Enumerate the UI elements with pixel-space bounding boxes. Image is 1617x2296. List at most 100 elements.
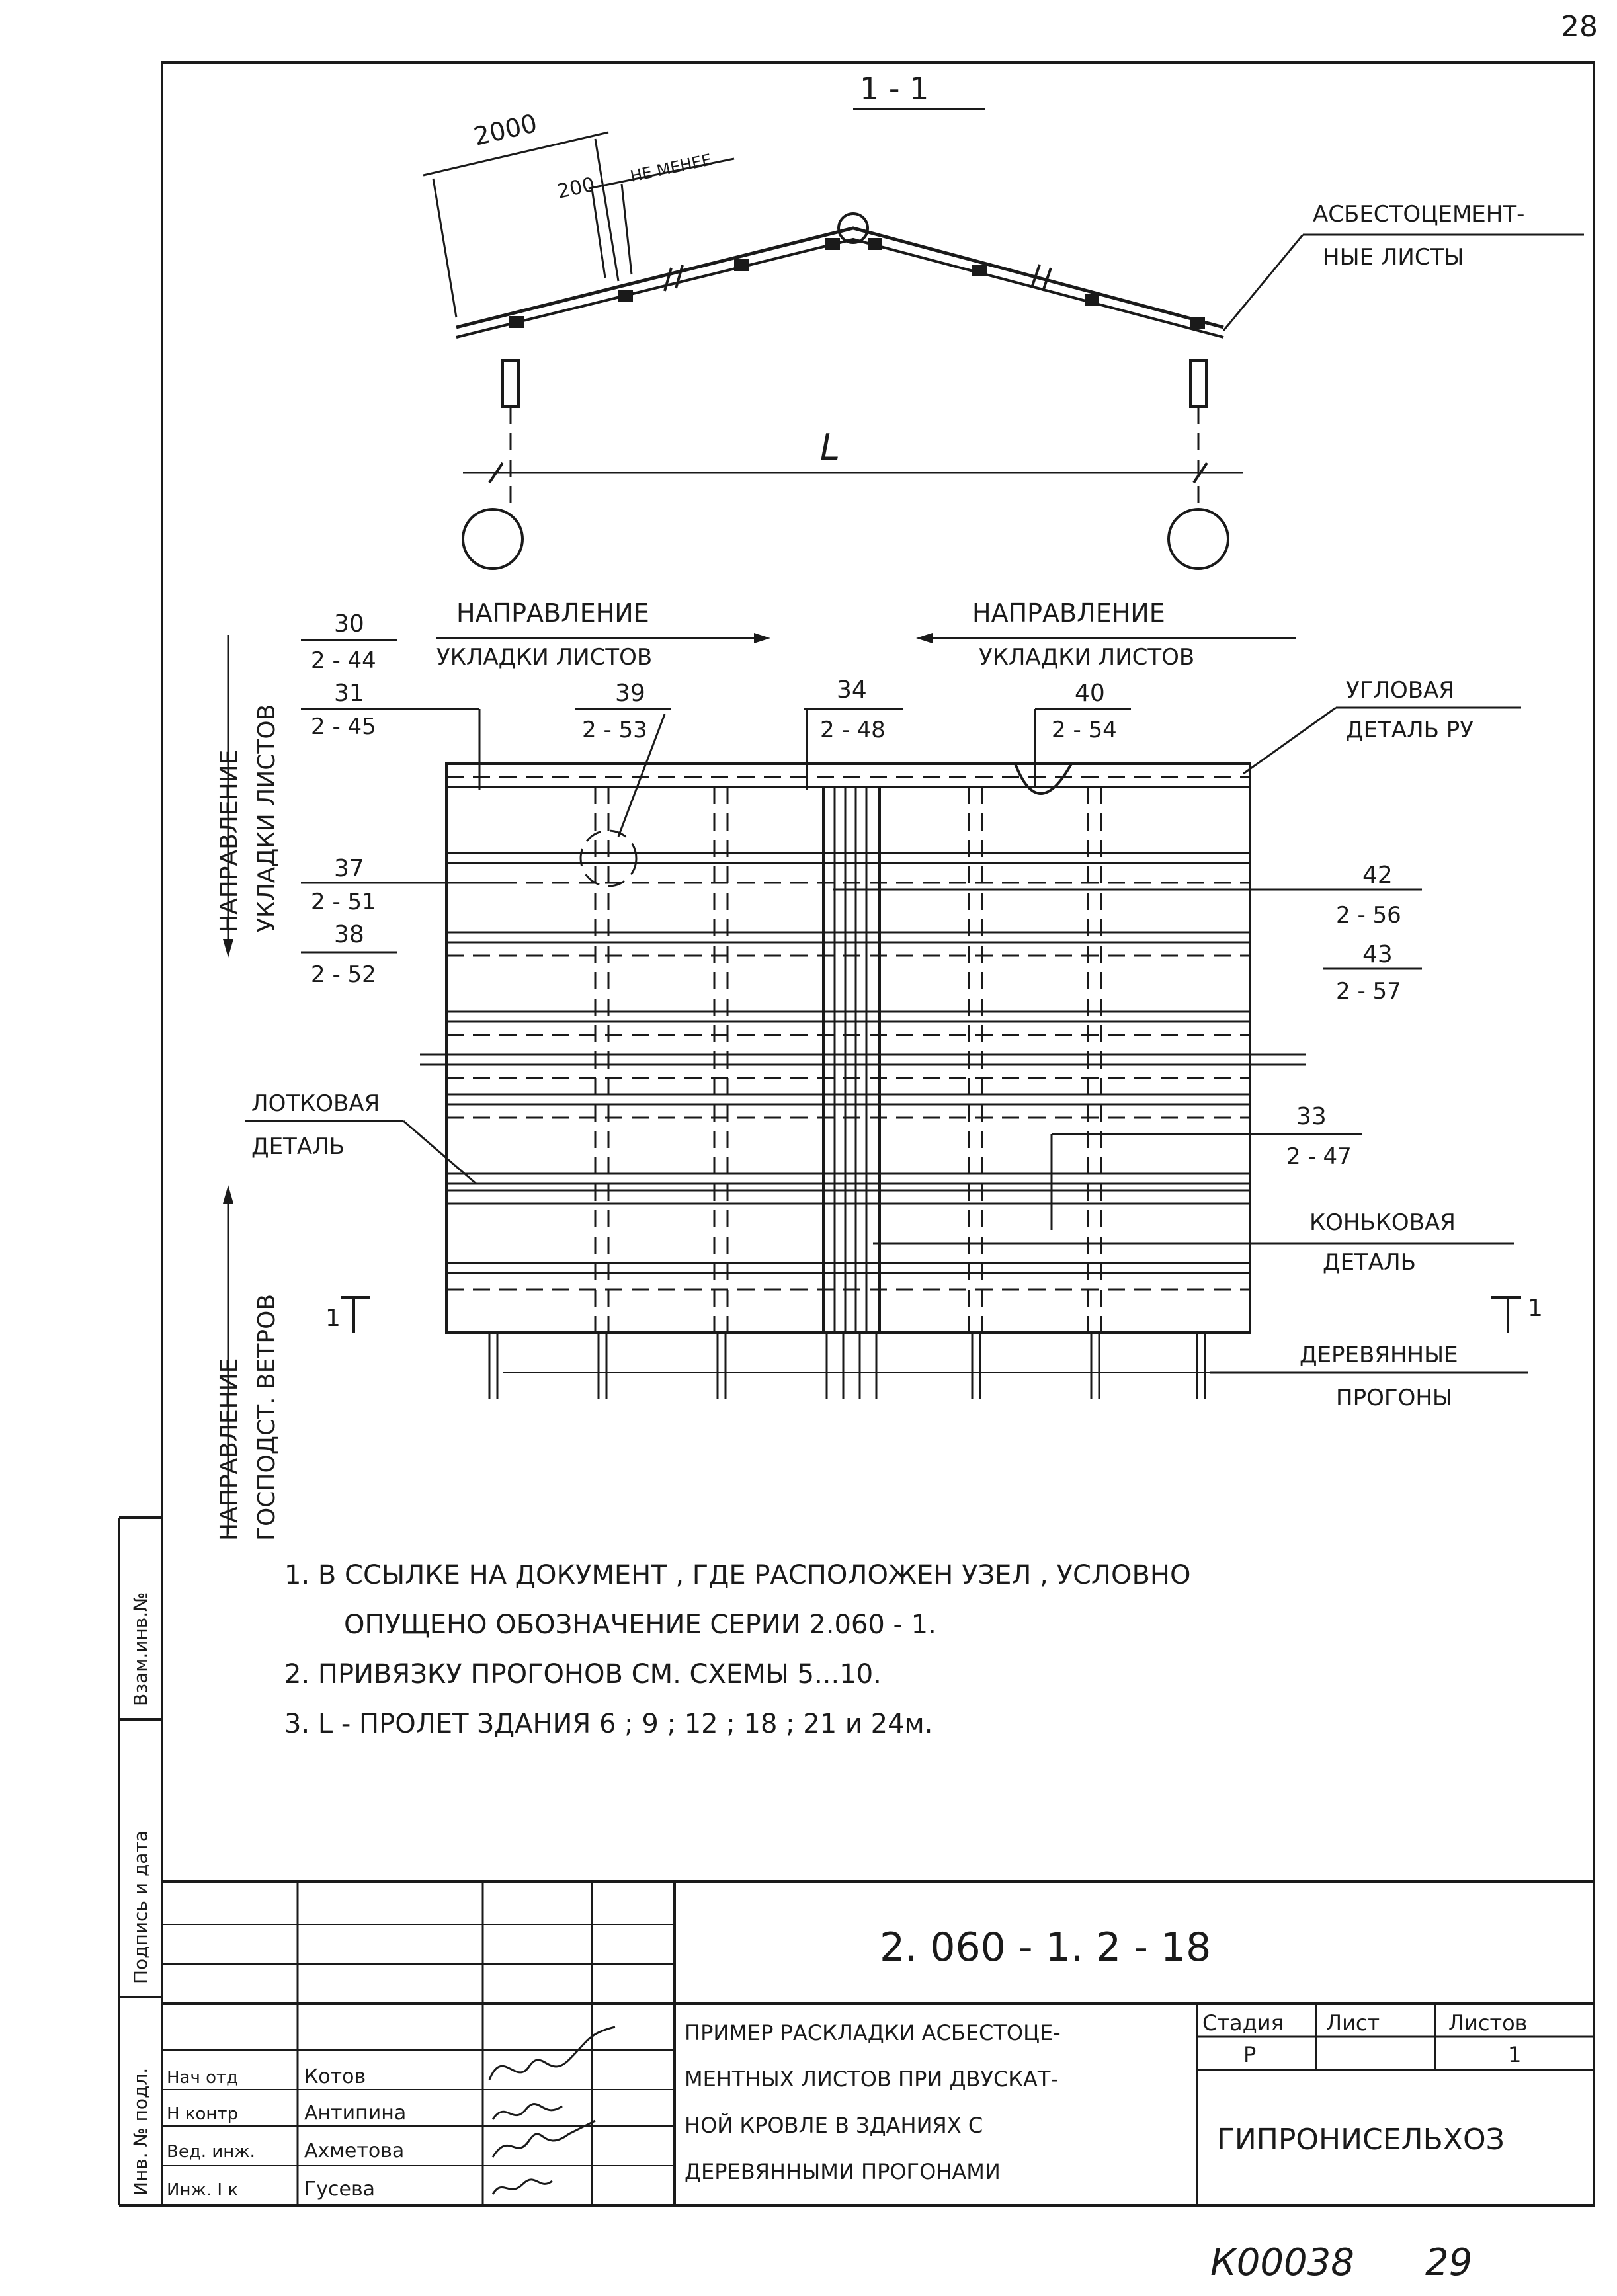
section-mark-left: 1 [325,1305,341,1332]
svg-text:37: 37 [334,855,364,882]
axis-marker-right [1167,508,1229,570]
laying-direction-right-1: НАПРАВЛЕНИЕ [972,598,1165,628]
ridge-piece [837,212,869,244]
callout-gutter-detail: ЛОТКОВАЯ ДЕТАЛЬ [245,1090,477,1185]
callout-corner-detail: УГЛОВАЯ ДЕТАЛЬ РУ [1243,677,1521,775]
approvals: Нач отд Котов Н контр Антипина Вед. инж.… [167,2065,406,2201]
callout-ridge-detail: КОНЬКОВАЯ ДЕТАЛЬ [873,1210,1514,1276]
laying-direction-right-2: УКЛАДКИ ЛИСТОВ [979,644,1194,671]
dimension-2000: 2000 [471,108,540,151]
corner-detail-notch [1014,763,1073,795]
svg-text:2 - 54: 2 - 54 [1052,717,1117,743]
plan-purlins [420,786,1306,1274]
node-ref-31: 31 2 - 45 [301,680,481,790]
svg-text:ДЕТАЛЬ: ДЕТАЛЬ [1323,1249,1416,1276]
svg-text:ДЕТАЛЬ РУ: ДЕТАЛЬ РУ [1346,717,1473,743]
node-39-circle [579,829,638,887]
svg-text:Инж. I к: Инж. I к [167,2180,238,2200]
node-ref-37: 37 2 - 51 [301,855,509,915]
dimension-not-less: НЕ МЕНЕЕ [628,150,713,185]
right-support [1189,359,1208,408]
svg-text:Н контр: Н контр [167,2104,238,2124]
svg-text:ПРОГОНЫ: ПРОГОНЫ [1336,1385,1452,1411]
svg-text:34: 34 [837,676,867,704]
stage-value: Р [1243,2042,1256,2067]
svg-text:2 - 52: 2 - 52 [311,962,376,988]
note-1-cont: ОПУЩЕНО ОБОЗНАЧЕНИЕ СЕРИИ 2.060 - 1. [344,1610,936,1640]
svg-text:УГЛОВАЯ: УГЛОВАЯ [1346,677,1454,704]
svg-text:2 - 44: 2 - 44 [311,647,376,674]
title-line-3: НОЙ КРОВЛЕ В ЗДАНИЯХ С [684,2113,983,2138]
node-ref-30: 30 2 - 44 [301,610,397,674]
svg-text:Вед. инж.: Вед. инж. [167,2142,255,2162]
note-1: 1. В ССЫЛКЕ НА ДОКУМЕНТ , ГДЕ РАСПОЛОЖЕН… [284,1560,1190,1590]
svg-text:2 - 48: 2 - 48 [820,717,886,743]
svg-text:2 - 56: 2 - 56 [1336,902,1401,928]
title-block [162,1880,1594,2205]
section-label: 1 - 1 [860,71,929,106]
svg-text:2 - 51: 2 - 51 [311,889,376,915]
note-2: 2. ПРИВЯЗКУ ПРОГОНОВ СМ. СХЕМЫ 5...10. [284,1659,882,1690]
node-ref-34: 34 2 - 48 [804,676,903,790]
left-support [501,359,520,408]
sheets-value: 1 [1508,2042,1521,2067]
drawing-frame [161,62,1595,2207]
note-3: 3. L - ПРОЛЕТ ЗДАНИЯ 6 ; 9 ; 12 ; 18 ; 2… [284,1709,933,1739]
callout-purlins: ДЕРЕВЯННЫЕ ПРОГОНЫ [1210,1342,1528,1411]
svg-text:2 - 47: 2 - 47 [1286,1143,1352,1170]
svg-text:31: 31 [334,680,364,707]
svg-text:Нач отд: Нач отд [167,2068,238,2088]
signatures [488,2026,616,2195]
svg-text:2 - 53: 2 - 53 [582,717,647,743]
svg-text:КОНЬКОВАЯ: КОНЬКОВАЯ [1309,1210,1456,1236]
callout-asbestos-2: НЫЕ ЛИСТЫ [1323,244,1464,270]
svg-text:42: 42 [1362,862,1393,889]
svg-text:33: 33 [1296,1103,1327,1130]
callout-asbestos-1: АСБЕСТОЦЕМЕНТ- [1313,201,1524,227]
node-ref-40: 40 2 - 54 [1034,680,1131,787]
title-line-1: ПРИМЕР РАСКЛАДКИ АСБЕСТОЦЕ- [684,2020,1061,2045]
node-ref-42: 42 2 - 56 [833,862,1422,928]
sheet-label: Лист [1326,2010,1380,2035]
node-ref-38: 38 2 - 52 [301,921,397,988]
page-number-top: 28 [1561,10,1598,44]
svg-text:Гусева: Гусева [304,2178,375,2201]
svg-text:Ахметова: Ахметова [304,2139,404,2162]
svg-text:43: 43 [1362,941,1393,968]
svg-text:ДЕРЕВЯННЫЕ: ДЕРЕВЯННЫЕ [1300,1342,1458,1368]
ridge-band [822,787,881,1332]
roof-plan [445,762,1251,1334]
axis-marker-left [462,508,524,570]
dimension-200: 200 [555,173,597,204]
bottom-number: 29 [1425,2241,1472,2284]
sheets-label: Листов [1448,2010,1528,2035]
bottom-stamp: К00038 [1210,2241,1354,2284]
stamp-replace-inv: Взам.инв.№ [130,1592,151,1706]
node-ref-39: 39 2 - 53 [575,680,671,837]
span-label: L [820,427,840,468]
document-code: 2. 060 - 1. 2 - 18 [880,1924,1211,1971]
laying-direction-left-2: УКЛАДКИ ЛИСТОВ [436,644,652,671]
organization: ГИПРОНИСЕЛЬХОЗ [1217,2123,1505,2156]
wind-direction-2: ГОСПОДСТ. ВЕТРОВ [253,1294,280,1541]
vertical-laying-2: УКЛАДКИ ЛИСТОВ [253,704,280,932]
laying-direction-left-1: НАПРАВЛЕНИЕ [456,598,649,628]
stamp-sign-date: Подпись и дата [130,1830,151,1984]
svg-text:Антипина: Антипина [304,2102,406,2125]
title-line-2: МЕНТНЫХ ЛИСТОВ ПРИ ДВУСКАТ- [684,2067,1058,2092]
slope-purlins [509,238,1205,329]
stamp-inv-original: Инв. № подл. [130,2068,151,2195]
plan-supports [488,1332,1210,1399]
node-ref-43: 43 2 - 57 [1323,941,1422,1004]
svg-text:ЛОТКОВАЯ: ЛОТКОВАЯ [251,1090,380,1117]
svg-text:30: 30 [334,610,364,637]
stage-label: Стадия [1202,2010,1284,2035]
svg-text:Котов: Котов [304,2065,366,2088]
roof-slope [456,226,1224,329]
title-line-4: ДЕРЕВЯННЫМИ ПРОГОНАМИ [684,2159,1001,2184]
svg-text:39: 39 [615,680,645,707]
svg-text:ДЕТАЛЬ: ДЕТАЛЬ [251,1133,345,1160]
svg-text:2 - 57: 2 - 57 [1336,978,1401,1004]
node-ref-33: 33 2 - 47 [1050,1103,1362,1230]
sheet-overlaps [446,776,1250,1332]
